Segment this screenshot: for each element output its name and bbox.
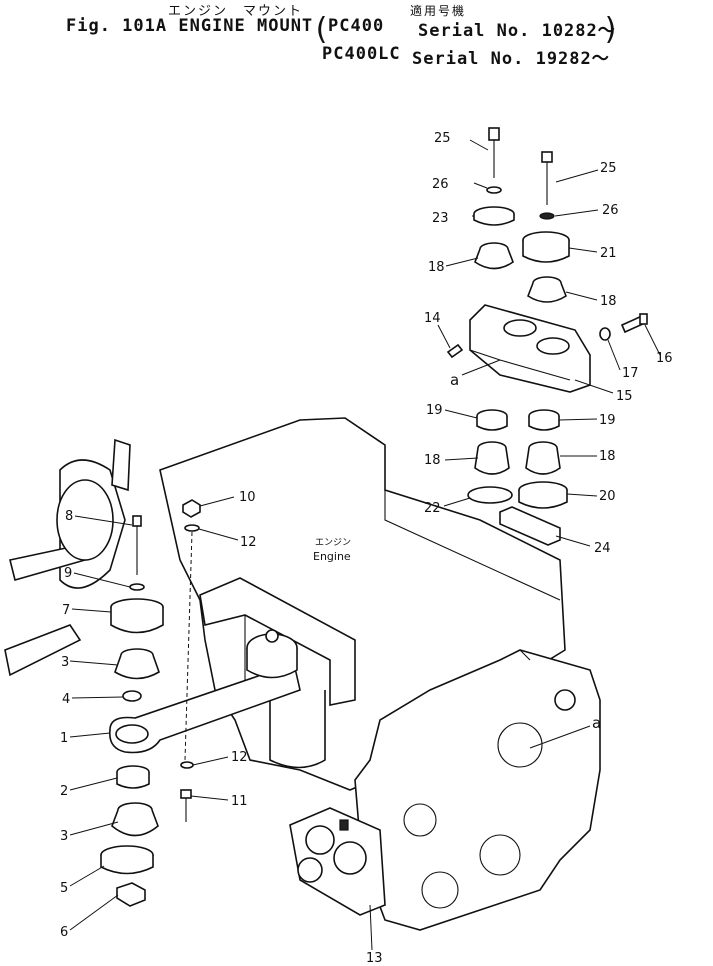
callout-9: 9 (64, 566, 72, 581)
callout-15: 14 (424, 311, 441, 326)
callout-23: 23 (432, 211, 449, 226)
callout-6: 6 (60, 925, 68, 940)
callout-19: 19 (599, 413, 616, 428)
callout-2: 2 (60, 784, 68, 799)
callout-14: 15 (616, 389, 633, 404)
jp-applicable-label: 適用号機 (410, 4, 467, 18)
left-mount-stack (100, 515, 301, 907)
callout-12: 12 (240, 535, 257, 550)
callout-a-bottom: a (592, 714, 601, 732)
callout-1: 1 (60, 731, 68, 746)
callout-16: 16 (656, 351, 673, 366)
bracket-open: ( (312, 12, 332, 47)
figure-header: エンジン マウント 適用号機 Fig. 101A ENGINE MOUNT ( … (0, 0, 713, 70)
model-pc400: PC400 (328, 16, 385, 36)
callout-7: 7 (62, 603, 70, 618)
serial-pc400lc: Serial No. 19282～ (412, 49, 610, 69)
callout-18: 18 (599, 449, 616, 464)
callout-labels: 25 25 26 26 23 21 18 18 14 16 17 15 a 19… (60, 131, 673, 966)
callout-21: 21 (600, 246, 617, 261)
callout-3: 3 (61, 655, 69, 670)
callout-25: 25 (600, 161, 617, 176)
callout-13: 13 (366, 951, 383, 966)
bracket-close: ) (602, 12, 622, 47)
callout-10: 10 (239, 490, 256, 505)
serial-pc400: Serial No. 10282～ (418, 21, 616, 41)
callout-24: 24 (594, 541, 611, 556)
callout-12: 12 (231, 750, 248, 765)
callout-8: 8 (65, 509, 73, 524)
callout-20: 20 (599, 489, 616, 504)
callout-18: 18 (424, 453, 441, 468)
callout-3: 3 (60, 829, 68, 844)
callout-18: 18 (600, 294, 617, 309)
callout-26: 26 (432, 177, 449, 192)
model-pc400lc: PC400LC (322, 44, 401, 64)
figure-title: Fig. 101A ENGINE MOUNT (66, 16, 314, 36)
callout-17: 17 (622, 366, 639, 381)
center-hardware (180, 499, 201, 822)
callout-25: 25 (434, 131, 451, 146)
engine-label-en: Engine (313, 550, 351, 563)
callout-11: 11 (231, 794, 248, 809)
callout-26: 26 (602, 203, 619, 218)
callout-4: 4 (62, 692, 70, 707)
callout-18: 18 (428, 260, 445, 275)
engine-label-jp: エンジン (315, 538, 351, 548)
right-mount-stack (446, 127, 648, 546)
jp-title: エンジン マウント (168, 4, 304, 19)
callout-5: 5 (60, 881, 68, 896)
leader-lines (69, 139, 661, 951)
callout-22: 22 (424, 501, 441, 516)
callout-a-top: a (450, 371, 459, 389)
callout-19: 19 (426, 403, 443, 418)
